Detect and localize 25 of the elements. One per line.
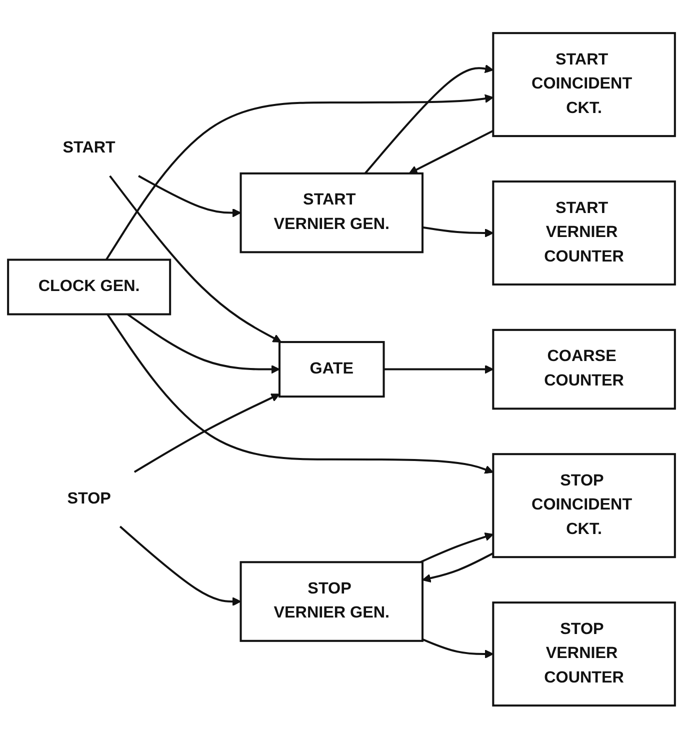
node-box: STOP VERNIER GEN. [240, 560, 424, 642]
node-box: CLOCK GEN. [7, 258, 172, 315]
arrow [364, 64, 494, 174]
arrow [127, 313, 280, 374]
arrow [408, 130, 494, 174]
node-text: START [62, 139, 116, 156]
arrow [422, 638, 494, 658]
arrow [422, 552, 494, 582]
arrow [109, 175, 282, 342]
arrow [105, 94, 494, 260]
arrow [420, 532, 494, 563]
node-box: START VERNIER GEN. [240, 172, 424, 253]
arrow [384, 364, 494, 374]
arrow [119, 526, 242, 606]
node-box: STOP COINCIDENT CKT. [492, 452, 676, 558]
arrow [134, 393, 280, 473]
node-text: STOP [67, 490, 111, 508]
node-box: START COINCIDENT CKT. [492, 32, 676, 137]
node-box: COARSE COUNTER [492, 328, 676, 410]
arrow [422, 226, 494, 238]
arrow [138, 174, 242, 217]
node-box: GATE [278, 340, 385, 398]
node-box: STOP VERNIER COUNTER [492, 601, 676, 706]
node-box: START VERNIER COUNTER [492, 180, 676, 286]
arrow [106, 313, 494, 474]
